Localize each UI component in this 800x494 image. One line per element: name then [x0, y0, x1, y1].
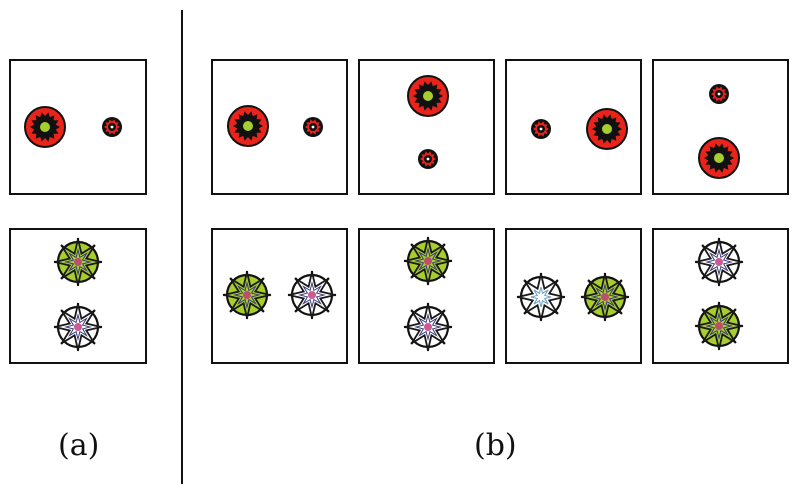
large-red-gear-icon	[227, 105, 269, 147]
caption-a: (a)	[58, 428, 100, 463]
lime-star-icon	[694, 301, 744, 351]
small-red-gear-icon	[303, 117, 323, 137]
small-red-gear-icon	[418, 149, 438, 169]
lime-star-icon	[222, 270, 272, 320]
vertical-divider	[181, 10, 183, 484]
small-red-gear-icon	[709, 84, 729, 104]
large-red-gear-icon	[586, 108, 628, 150]
lime-star-icon	[580, 272, 630, 322]
large-red-gear-icon	[407, 75, 449, 117]
lime-star-icon	[53, 237, 103, 287]
panel-b-top-1	[211, 59, 348, 195]
white-star-icon	[287, 270, 337, 320]
white-star-icon	[53, 302, 103, 352]
white-star-icon	[694, 237, 744, 287]
small-red-gear-icon	[531, 119, 551, 139]
small-red-gear-icon	[102, 117, 122, 137]
white-star-icon	[403, 302, 453, 352]
large-red-gear-icon	[698, 137, 740, 179]
caption-b: (b)	[474, 428, 517, 463]
white-star-icon	[516, 272, 566, 322]
large-red-gear-icon	[24, 106, 66, 148]
lime-star-icon	[403, 236, 453, 286]
